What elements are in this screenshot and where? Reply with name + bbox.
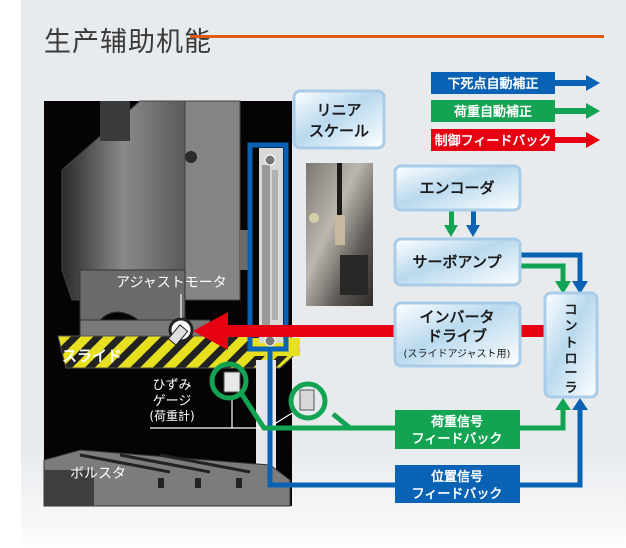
svg-text:エンコーダ: エンコーダ bbox=[419, 179, 494, 197]
encoder-box: エンコーダ bbox=[393, 164, 522, 212]
svg-text:荷重信号: 荷重信号 bbox=[430, 414, 483, 430]
inverter-drive-box: インバータ ドライブ (スライドアジャスト用) bbox=[393, 301, 522, 368]
svg-text:位置信号: 位置信号 bbox=[431, 469, 483, 485]
arrowhead-icon bbox=[555, 281, 571, 294]
linear-scale-box: リニア スケール bbox=[292, 89, 386, 150]
press-machine-illustration bbox=[43, 100, 315, 507]
strain-gauge-highlight bbox=[288, 381, 328, 421]
position-signal-feedback-box: 位置信号 フィードバック bbox=[395, 465, 520, 503]
svg-text:サーボアンプ: サーボアンプ bbox=[413, 253, 503, 271]
svg-text:リニア: リニア bbox=[316, 101, 361, 119]
svg-text:ロ: ロ bbox=[564, 352, 577, 367]
legend-label: 荷重自動補正 bbox=[453, 104, 532, 120]
controller-box: コ ン ト ロ ー ラ bbox=[543, 291, 599, 399]
servo-amp-box: サーボアンプ bbox=[393, 237, 522, 287]
arrowhead-icon bbox=[444, 225, 458, 237]
svg-text:(荷重計): (荷重計) bbox=[149, 408, 194, 423]
svg-text:ラ: ラ bbox=[564, 381, 577, 396]
legend: 下死点自動補正 荷重自動補正 制御フィードバック bbox=[431, 72, 600, 151]
svg-text:フィードバック: フィードバック bbox=[412, 487, 503, 502]
strain-gauge-highlight bbox=[209, 361, 249, 401]
arrowhead-icon bbox=[572, 281, 588, 294]
arrowhead-icon bbox=[193, 312, 228, 350]
legend-label: 制御フィードバック bbox=[435, 133, 552, 149]
legend-label: 下死点自動補正 bbox=[447, 76, 538, 92]
svg-text:ひずみ: ひずみ bbox=[152, 378, 191, 393]
arrowhead-icon bbox=[466, 225, 480, 237]
page-title: 生产辅助机能 bbox=[44, 27, 212, 58]
arrowhead-icon bbox=[555, 398, 571, 410]
svg-text:(スライドアジャスト用): (スライドアジャスト用) bbox=[404, 348, 511, 360]
strain-gauge-label: ひずみ ゲージ (荷重計) bbox=[149, 378, 194, 423]
slide-label: スライド bbox=[62, 347, 122, 365]
svg-text:インバータ: インバータ bbox=[419, 308, 494, 326]
svg-text:フィードバック: フィードバック bbox=[412, 432, 503, 447]
bolster-label: ボルスタ bbox=[70, 466, 126, 482]
adjust-motor-label: アジャストモータ bbox=[116, 275, 227, 291]
svg-text:ドライブ: ドライブ bbox=[427, 327, 487, 345]
svg-text:コ: コ bbox=[564, 303, 577, 318]
legend-item-bdc: 下死点自動補正 bbox=[431, 72, 600, 94]
title-rule bbox=[190, 35, 604, 38]
arrowhead-icon bbox=[572, 398, 588, 410]
svg-text:ン: ン bbox=[564, 319, 577, 334]
legend-item-load: 荷重自動補正 bbox=[431, 100, 600, 122]
legend-item-control: 制御フィードバック bbox=[431, 129, 600, 151]
linear-scale-photo bbox=[306, 163, 373, 306]
svg-text:ー: ー bbox=[564, 366, 577, 381]
svg-text:ト: ト bbox=[564, 336, 577, 351]
svg-text:スケール: スケール bbox=[309, 122, 369, 140]
svg-text:ゲージ: ゲージ bbox=[153, 394, 192, 409]
load-signal-feedback-box: 荷重信号 フィードバック bbox=[395, 410, 520, 449]
